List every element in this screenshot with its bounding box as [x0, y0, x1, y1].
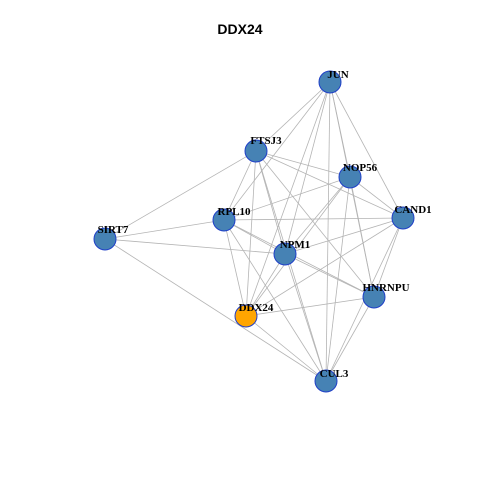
node-circle-sirt7[interactable] — [93, 227, 117, 251]
edge-ddx24-cul3 — [245, 315, 327, 382]
diagram-title: DDX24 — [217, 21, 263, 37]
edge-jun-rpl10 — [223, 81, 331, 221]
edge-rpl10-hnrnpu — [223, 219, 375, 298]
edge-jun-ftsj3 — [255, 81, 331, 152]
node-circle-cand1[interactable] — [391, 206, 415, 230]
edge-hnrnpu-cul3 — [325, 296, 375, 382]
edge-rpl10-sirt7 — [104, 219, 225, 240]
edge-nop56-rpl10 — [223, 176, 351, 221]
node-circle-npm1[interactable] — [273, 242, 297, 266]
node-circle-hnrnpu[interactable] — [362, 285, 386, 309]
node-label-sirt7: SIRT7 — [98, 224, 129, 236]
node-rpl10[interactable]: RPL10 — [212, 206, 252, 232]
node-cul3[interactable]: CUL3 — [314, 368, 349, 393]
edge-nop56-cul3 — [325, 176, 351, 382]
edge-cand1-rpl10 — [223, 217, 404, 221]
edge-ftsj3-rpl10 — [223, 150, 257, 221]
edge-rpl10-cul3 — [223, 219, 327, 382]
node-label-cul3: CUL3 — [320, 368, 349, 380]
edge-sirt7-npm1 — [104, 238, 286, 255]
edge-ftsj3-sirt7 — [104, 150, 257, 240]
node-ddx24[interactable]: DDX24 — [234, 302, 274, 328]
node-sirt7[interactable]: SIRT7 — [93, 224, 129, 251]
edge-ftsj3-nop56 — [255, 150, 351, 178]
node-label-cand1: CAND1 — [394, 204, 431, 216]
edge-nop56-ddx24 — [245, 176, 351, 317]
edge-layer — [104, 81, 404, 382]
node-label-hnrnpu: HNRNPU — [362, 282, 409, 294]
node-nop56[interactable]: NOP56 — [338, 162, 378, 189]
edge-rpl10-ddx24 — [223, 219, 247, 317]
edge-jun-npm1 — [284, 81, 331, 255]
node-label-ddx24: DDX24 — [239, 302, 274, 314]
node-label-nop56: NOP56 — [343, 162, 378, 174]
edge-ftsj3-cul3 — [255, 150, 327, 382]
node-cand1[interactable]: CAND1 — [391, 204, 432, 230]
edge-npm1-ddx24 — [245, 253, 286, 317]
edge-nop56-hnrnpu — [349, 176, 375, 298]
node-circle-nop56[interactable] — [338, 165, 362, 189]
edge-ftsj3-cand1 — [255, 150, 404, 219]
node-label-npm1: NPM1 — [280, 239, 311, 251]
edge-jun-ddx24 — [245, 81, 331, 317]
node-npm1[interactable]: NPM1 — [273, 239, 311, 266]
edge-npm1-hnrnpu — [284, 253, 375, 298]
node-circle-cul3[interactable] — [314, 369, 338, 393]
node-circle-ftsj3[interactable] — [244, 139, 268, 163]
node-circle-jun[interactable] — [318, 70, 342, 94]
node-hnrnpu[interactable]: HNRNPU — [362, 282, 410, 309]
edge-npm1-cul3 — [284, 253, 327, 382]
node-label-rpl10: RPL10 — [218, 206, 252, 218]
edge-jun-cul3 — [325, 81, 331, 382]
edge-cand1-hnrnpu — [373, 217, 404, 298]
edge-sirt7-cul3 — [104, 238, 327, 382]
node-circle-rpl10[interactable] — [212, 208, 236, 232]
edge-nop56-npm1 — [284, 176, 351, 255]
node-label-jun: JUN — [327, 69, 348, 81]
node-circle-ddx24[interactable] — [234, 304, 258, 328]
node-label-ftsj3: FTSJ3 — [250, 135, 282, 147]
edge-hnrnpu-ddx24 — [245, 296, 375, 317]
node-ftsj3[interactable]: FTSJ3 — [244, 135, 282, 163]
node-jun[interactable]: JUN — [318, 69, 349, 94]
edge-cand1-ddx24 — [245, 217, 404, 317]
edge-cand1-npm1 — [284, 217, 404, 255]
edge-jun-cand1 — [329, 81, 404, 219]
